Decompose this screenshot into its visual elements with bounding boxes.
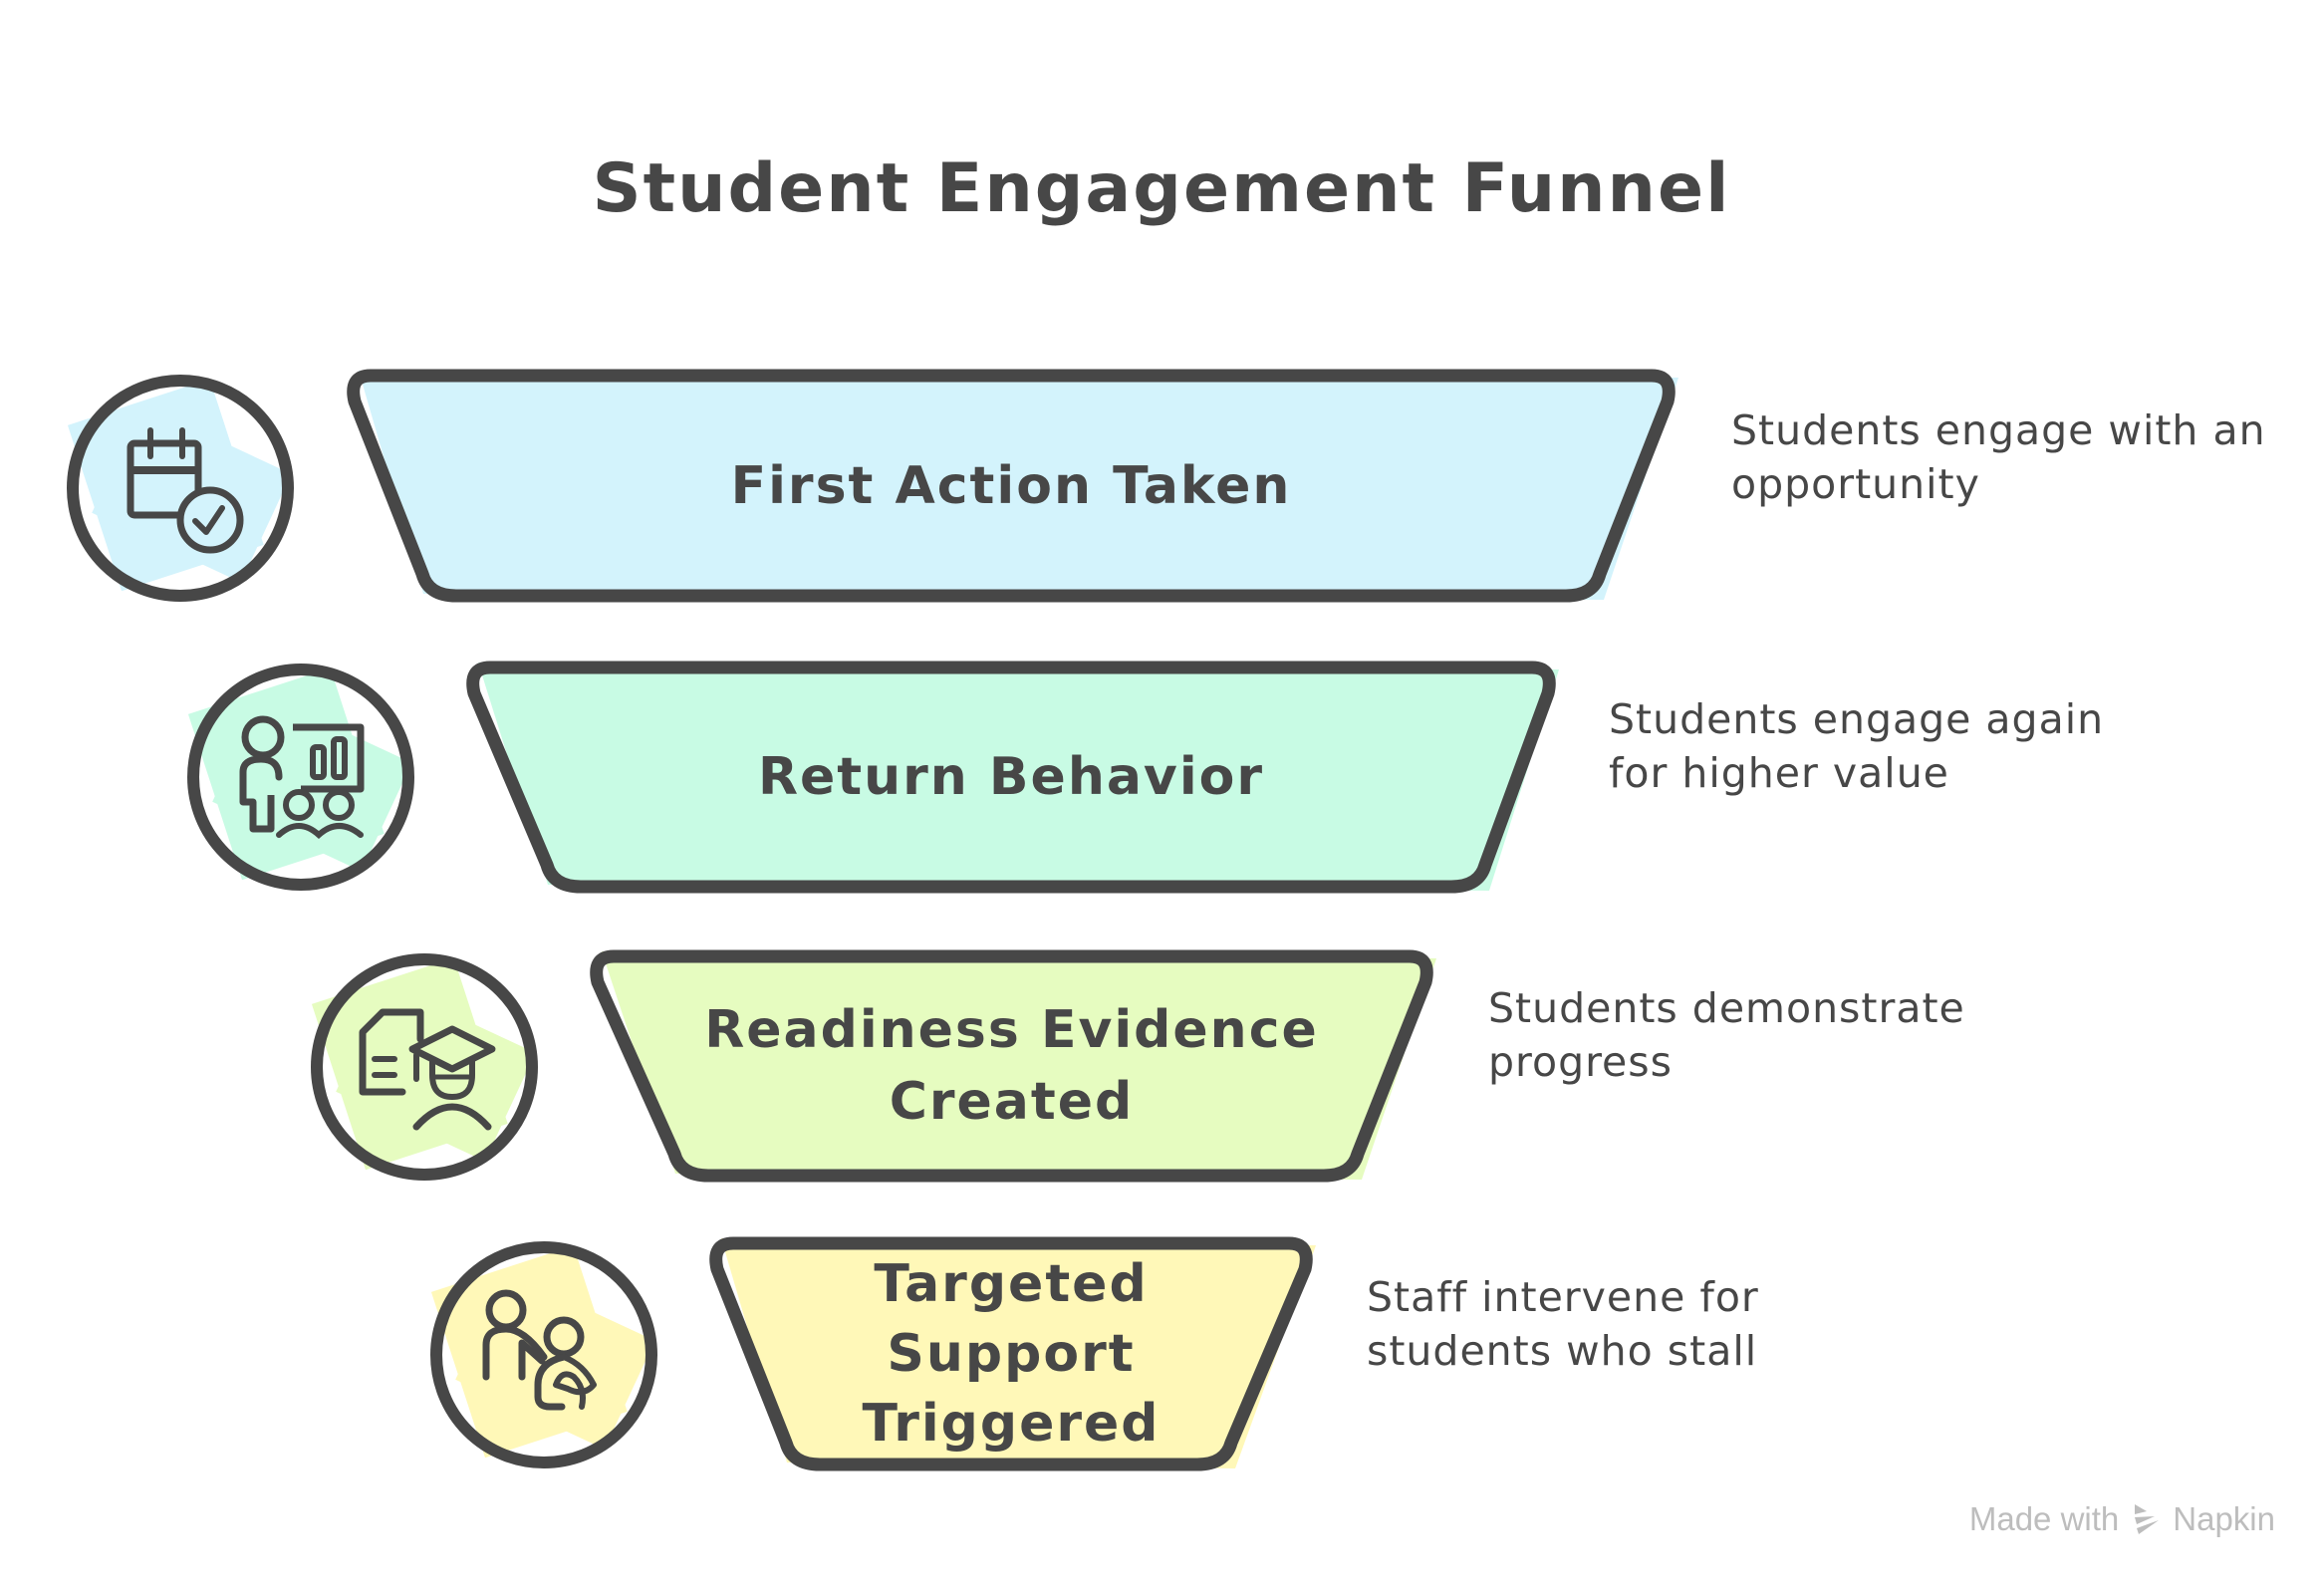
stage-fill bbox=[359, 371, 1678, 600]
stage-fill bbox=[602, 951, 1436, 1180]
presenter-audience-icon bbox=[187, 664, 414, 891]
napkin-logo-icon bbox=[2135, 1504, 2160, 1534]
stage-description-targeted-support: Staff intervene for students who stall bbox=[1367, 1273, 1759, 1375]
document-graduate-icon bbox=[311, 953, 538, 1181]
made-with-napkin-watermark: Made with Napkin bbox=[1969, 1500, 2275, 1538]
stage-fill bbox=[478, 663, 1559, 891]
watermark-prefix: Made with bbox=[1968, 1500, 2120, 1537]
diagram-title: Student Engagement Funnel bbox=[592, 149, 1731, 228]
funnel-stage-readiness-evidence bbox=[311, 949, 1436, 1183]
stage-label-readiness-evidence: Readiness Evidence Created bbox=[704, 1000, 1319, 1132]
stage-description-return-behavior: Students engage again for higher value bbox=[1609, 695, 2105, 797]
stage-label-targeted-support: Targeted Support Triggered bbox=[862, 1254, 1161, 1454]
calendar-check-icon bbox=[67, 375, 294, 602]
stage-outline bbox=[590, 949, 1433, 1183]
funnel-stage-targeted-support bbox=[430, 1236, 1316, 1471]
stage-outline bbox=[709, 1236, 1313, 1471]
stage-label-return-behavior: Return Behavior bbox=[757, 747, 1265, 807]
stage-fill bbox=[721, 1238, 1316, 1468]
stage-outline bbox=[466, 661, 1556, 894]
funnel-stage-first-action bbox=[67, 369, 1678, 603]
watermark-brand: Napkin bbox=[2173, 1500, 2275, 1537]
staff-support-icon bbox=[430, 1241, 657, 1468]
stage-description-readiness-evidence: Students demonstrate progress bbox=[1488, 984, 1965, 1086]
stage-outline bbox=[347, 369, 1676, 603]
funnel-stage-return-behavior bbox=[187, 661, 1559, 894]
stage-description-first-action: Students engage with an opportunity bbox=[1731, 406, 2266, 508]
stage-label-first-action: First Action Taken bbox=[730, 455, 1292, 516]
